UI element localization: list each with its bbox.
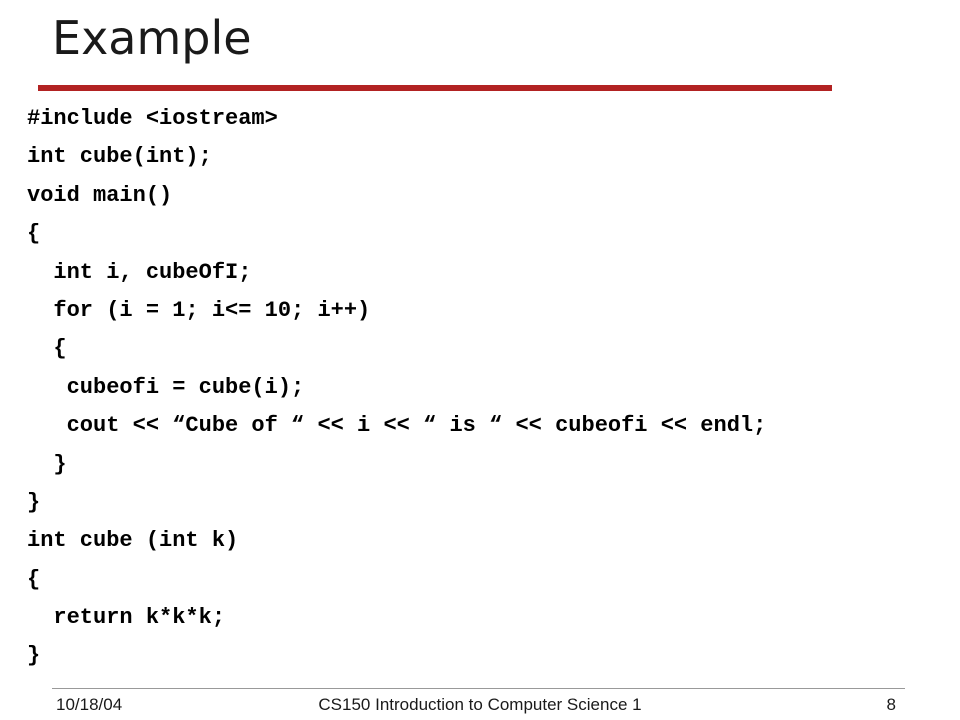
code-block: #include <iostream> int cube(int); void … [27, 100, 766, 676]
code-line: int cube(int); [27, 144, 212, 170]
code-line: { [27, 221, 41, 247]
footer-course-title: CS150 Introduction to Computer Science 1 [318, 695, 642, 714]
slide-title: Example [52, 11, 252, 65]
code-line: #include <iostream> [27, 106, 278, 131]
code-line: cout << “Cube of “ << i << “ is “ << cub… [27, 413, 767, 439]
code-line: { [27, 566, 41, 592]
code-line: void main() [27, 182, 173, 208]
footer-page-number: 8 [886, 695, 896, 714]
code-line: return k*k*k; [27, 605, 226, 631]
code-line: int cube (int k) [27, 528, 239, 554]
code-line: int i, cubeOfI; [27, 259, 252, 285]
footer-rule [52, 688, 905, 689]
title-underline [38, 85, 832, 91]
footer-date: 10/18/04 [56, 695, 123, 714]
code-line: } [27, 643, 41, 669]
code-line: } [27, 489, 41, 515]
code-line: for (i = 1; i<= 10; i++) [27, 297, 371, 323]
code-line: } [27, 451, 67, 477]
code-line: cubeofi = cube(i); [27, 374, 305, 400]
code-line: { [27, 336, 67, 362]
